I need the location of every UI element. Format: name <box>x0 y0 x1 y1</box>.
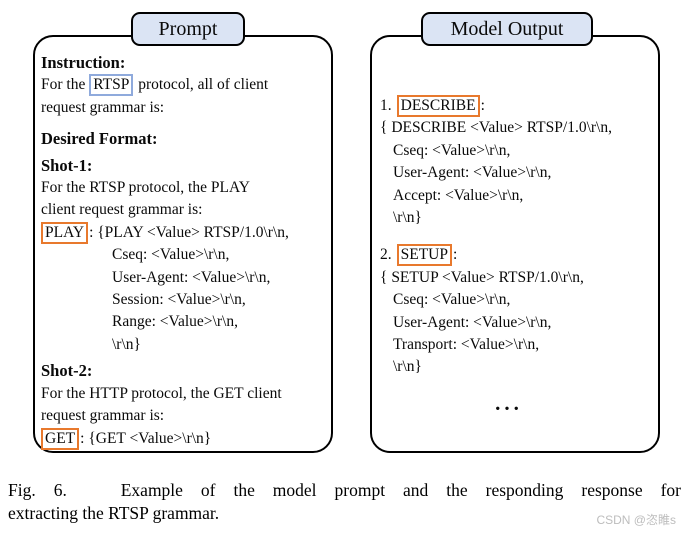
output-item1-heading: 1.DESCRIBE: <box>380 95 662 117</box>
item2-colon: : <box>453 246 458 264</box>
instruction-pre-text: For the <box>41 76 90 94</box>
csdn-watermark: CSDN @恣睢s <box>596 513 676 527</box>
setup-field-cseq: Cseq: <Value>\r\n, <box>393 291 511 309</box>
describe-highlight-box: DESCRIBE <box>396 95 480 117</box>
instruction-post-text: protocol, all of client <box>134 76 269 94</box>
setup-field-transport: Transport: <Value>\r\n, <box>393 336 540 354</box>
setup-field-user-agent: User-Agent: <Value>\r\n, <box>393 313 552 331</box>
rtsp-highlight-box: RTSP <box>89 74 134 97</box>
shot2-line1: For the HTTP protocol, the GET client <box>41 384 282 402</box>
model-output-content: 1.DESCRIBE: { DESCRIBE <Value> RTSP/1.0\… <box>380 95 662 414</box>
shot1-line2: client request grammar is: <box>41 201 203 219</box>
setup-line-open: { SETUP <Value> RTSP/1.0\r\n, <box>380 268 584 286</box>
play-field-session: Session: <Value>\r\n, <box>112 291 246 309</box>
item1-colon: : <box>480 97 485 114</box>
prompt-tab-label: Prompt <box>131 12 245 46</box>
instruction-line2: request grammar is: <box>41 98 165 116</box>
ellipsis-more-items: ... <box>495 390 523 415</box>
output-item2-heading: 2.SETUP: <box>380 244 662 267</box>
instruction-heading: Instruction: <box>41 53 126 72</box>
item2-number: 2. <box>380 246 392 264</box>
play-grammar-line: PLAY: {PLAY <Value> RTSP/1.0\r\n, <box>41 221 333 244</box>
shot1-line1: For the RTSP protocol, the PLAY <box>41 179 250 197</box>
model-output-tab-label: Model Output <box>421 12 593 46</box>
setup-highlight-box: SETUP <box>396 244 452 267</box>
figure-caption-line2: extracting the RTSP grammar. <box>8 503 220 523</box>
describe-field-end: \r\n} <box>393 209 422 227</box>
figure-caption: Fig. 6. Example of the model prompt and … <box>8 479 681 525</box>
get-highlight-box: GET <box>41 427 80 450</box>
shot2-line2: request grammar is: <box>41 407 165 425</box>
describe-line-open: { DESCRIBE <Value> RTSP/1.0\r\n, <box>380 119 612 137</box>
play-field-cseq: Cseq: <Value>\r\n, <box>112 246 230 264</box>
play-field-user-agent: User-Agent: <Value>\r\n, <box>112 268 271 286</box>
play-highlight-box: PLAY <box>41 221 89 244</box>
describe-field-accept: Accept: <Value>\r\n, <box>393 186 524 204</box>
play-grammar-text: : {PLAY <Value> RTSP/1.0\r\n, <box>89 223 289 241</box>
prompt-panel <box>33 35 333 453</box>
prompt-content: Instruction: For the RTSP protocol, all … <box>41 52 333 450</box>
get-grammar-text: : {GET <Value>\r\n} <box>80 429 212 447</box>
instruction-line1: For the RTSP protocol, all of client <box>41 74 333 97</box>
play-field-end: \r\n} <box>112 335 141 353</box>
describe-field-user-agent: User-Agent: <Value>\r\n, <box>393 164 552 182</box>
shot1-heading: Shot-1: <box>41 155 93 175</box>
shot2-heading: Shot-2: <box>41 361 93 381</box>
figure-caption-line1: Fig. 6. Example of the model prompt and … <box>8 480 681 500</box>
play-field-range: Range: <Value>\r\n, <box>112 313 238 331</box>
describe-field-cseq: Cseq: <Value>\r\n, <box>393 141 511 159</box>
desired-format-heading: Desired Format: <box>41 129 158 149</box>
item1-number: 1. <box>380 97 392 114</box>
setup-field-end: \r\n} <box>393 358 422 376</box>
get-grammar-line: GET: {GET <Value>\r\n} <box>41 427 333 450</box>
model-output-panel <box>370 35 660 453</box>
